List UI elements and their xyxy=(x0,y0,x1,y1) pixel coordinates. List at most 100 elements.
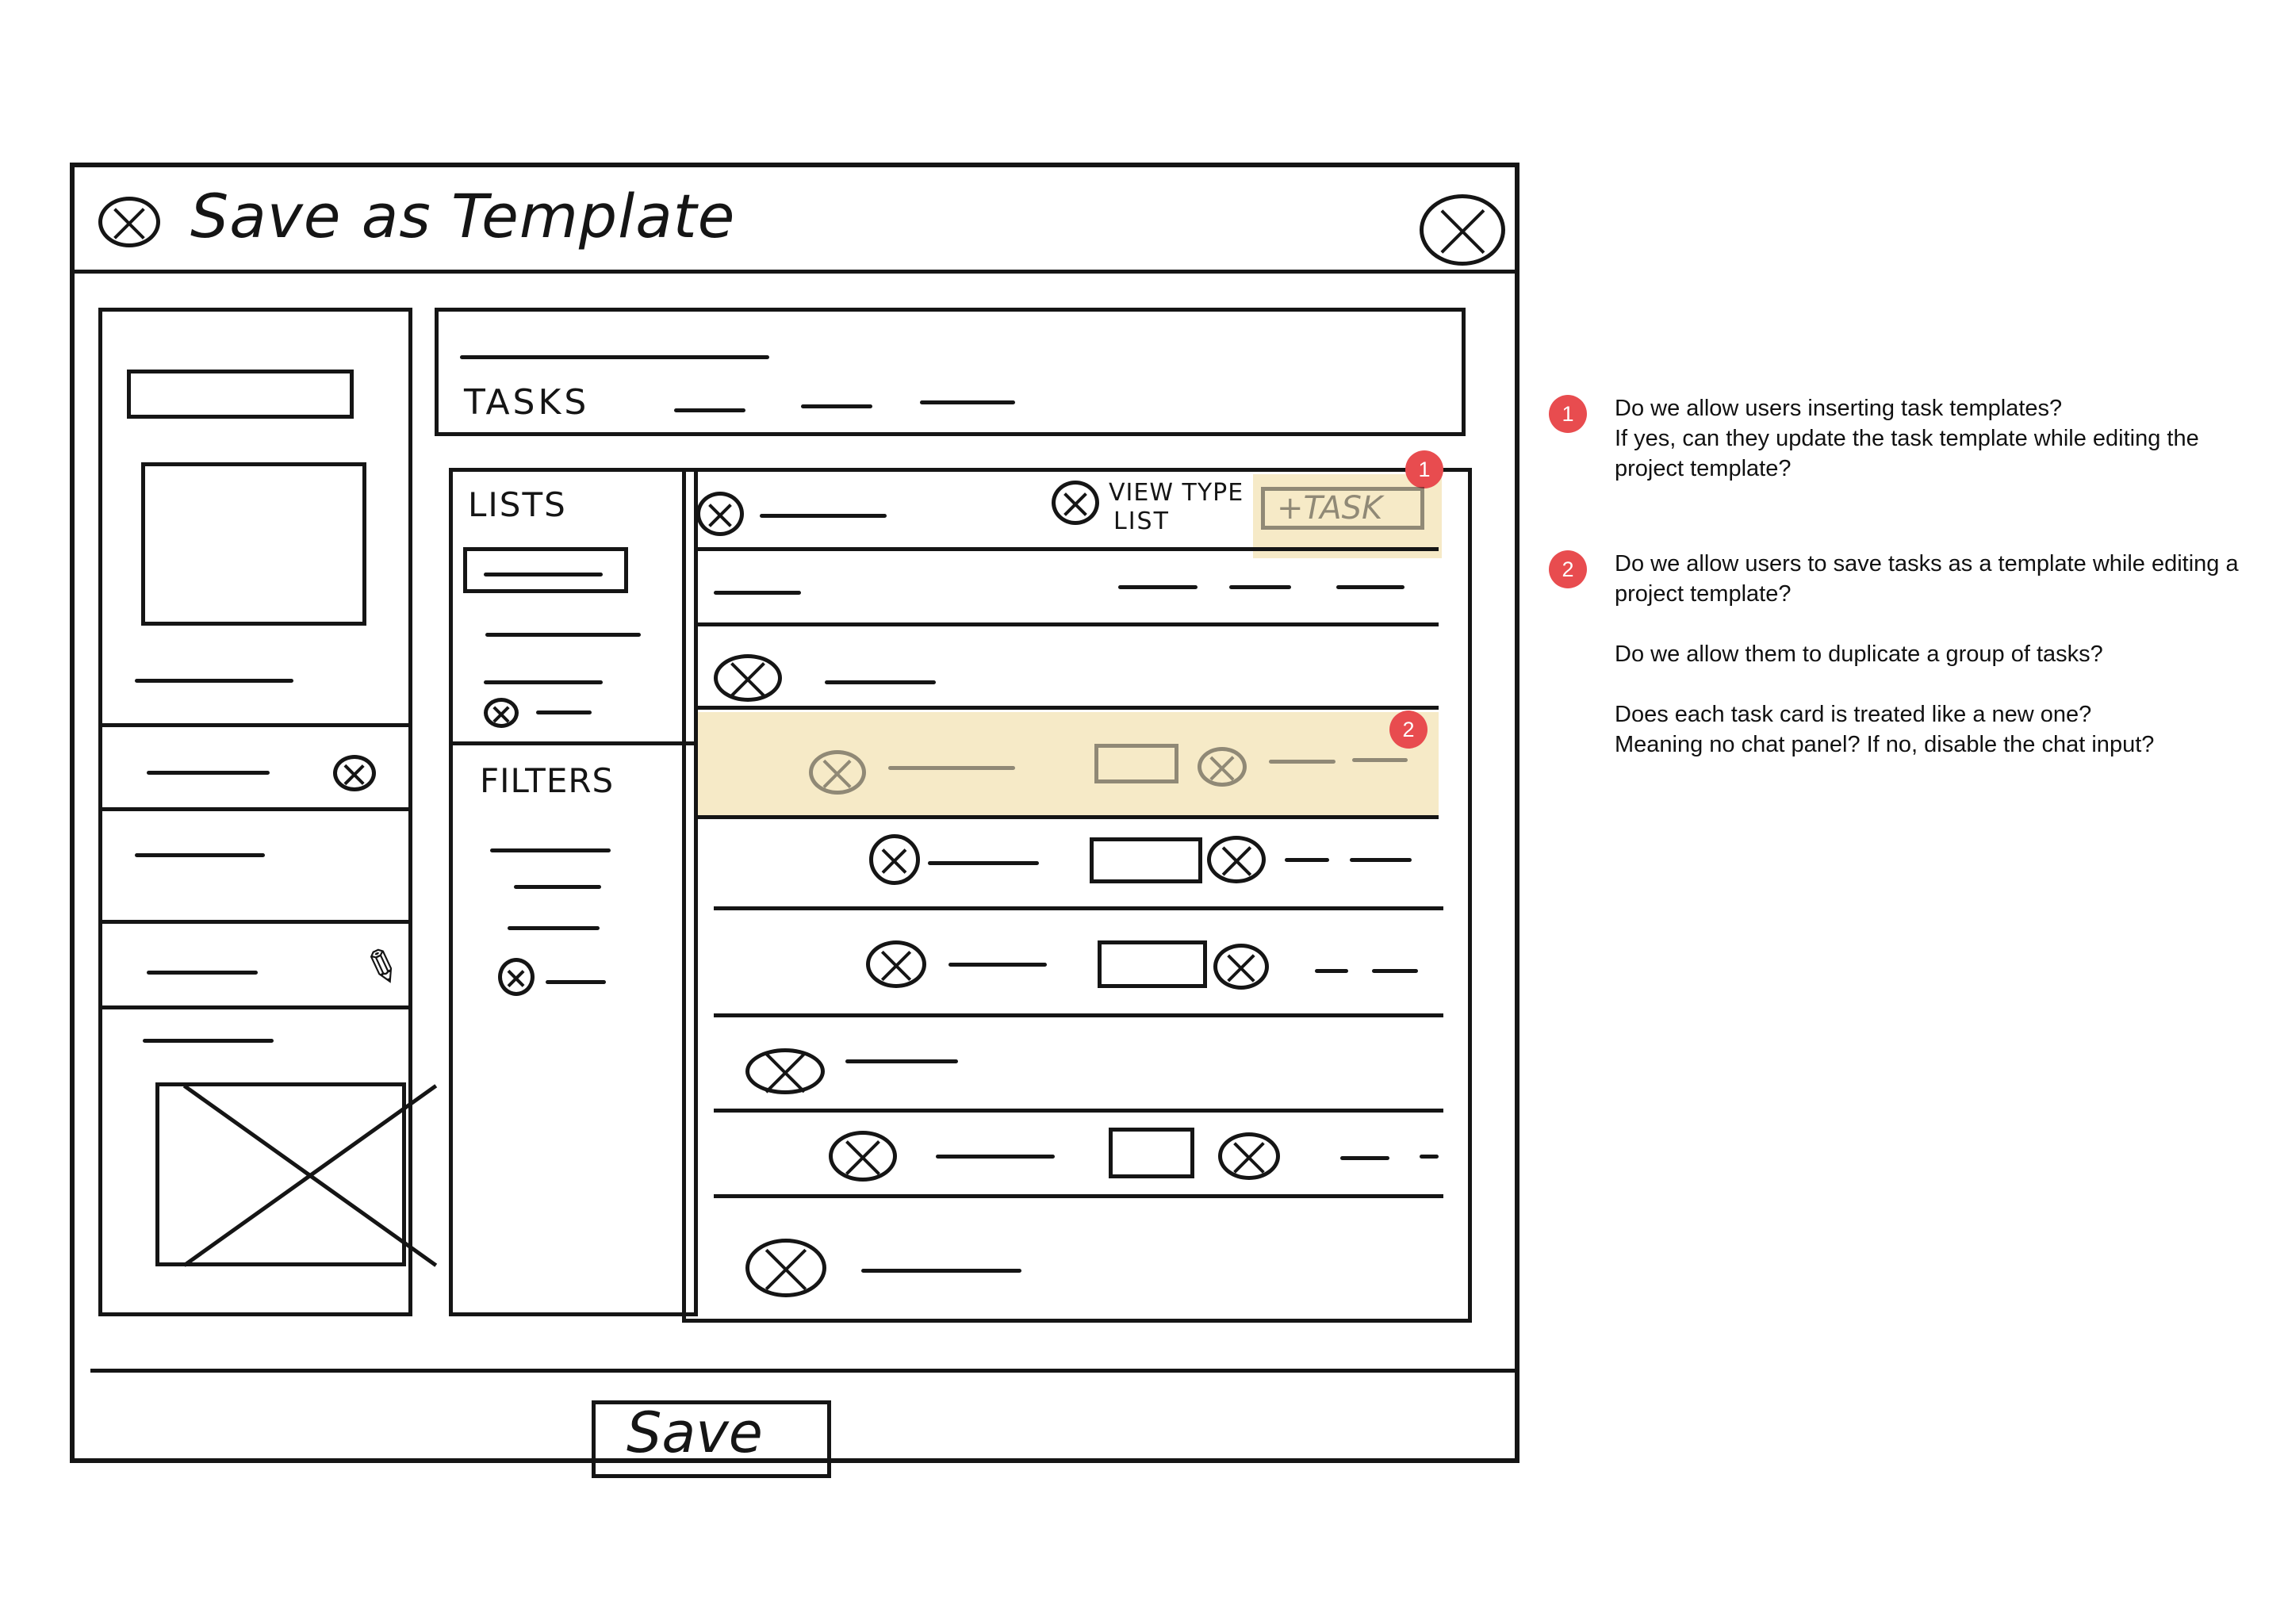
task-row-meta-line-3 xyxy=(1285,858,1329,862)
close-icon-left[interactable] xyxy=(98,197,160,247)
view-type-label[interactable]: VIEW TYPE xyxy=(1109,479,1244,507)
task-group-icon-1[interactable] xyxy=(714,654,782,702)
tab-line-2[interactable] xyxy=(801,404,872,408)
task-row-assignee-icon-2[interactable] xyxy=(1207,836,1266,883)
task-row-meta-line-8 xyxy=(1420,1155,1439,1159)
left-divider-1 xyxy=(98,723,412,727)
task-row-icon-1[interactable] xyxy=(809,750,866,795)
save-button-label: Save xyxy=(627,1400,763,1465)
active-tab-underline xyxy=(444,432,627,436)
task-row-meta-line-7 xyxy=(1340,1156,1389,1160)
task-row-tag-3[interactable] xyxy=(1098,940,1207,988)
save-button[interactable] xyxy=(592,1400,831,1478)
task-group-divider-1 xyxy=(696,706,1439,710)
left-divider-3 xyxy=(98,920,412,924)
view-type-value[interactable]: LIST xyxy=(1113,508,1170,535)
project-description-line xyxy=(147,971,258,975)
task-group-label-2 xyxy=(845,1059,958,1063)
task-row-icon-3[interactable] xyxy=(866,940,926,988)
task-row-highlight xyxy=(698,712,1439,817)
task-toolbar-icon[interactable] xyxy=(696,492,744,536)
add-filter-icon[interactable] xyxy=(498,958,535,996)
column-header-line-4 xyxy=(1336,585,1405,589)
task-row-assignee-icon-4[interactable] xyxy=(1218,1132,1280,1180)
task-list-panel xyxy=(682,468,1472,1323)
task-group-divider-2 xyxy=(714,1013,1443,1017)
add-task-label: +TASK xyxy=(1277,490,1383,527)
task-row-assignee-icon-1[interactable] xyxy=(1198,747,1247,787)
list-item-line[interactable] xyxy=(485,633,641,637)
add-filter-label-line xyxy=(546,980,606,984)
lists-filters-divider xyxy=(449,741,698,745)
task-row-meta-line-5 xyxy=(1315,969,1348,973)
header-divider xyxy=(70,270,1519,274)
task-row-icon-4[interactable] xyxy=(829,1131,897,1182)
add-list-icon[interactable] xyxy=(484,698,519,728)
add-task-button[interactable] xyxy=(1261,487,1424,530)
column-header-line-1 xyxy=(714,591,801,595)
filter-line-1[interactable] xyxy=(490,848,611,852)
project-setting-line xyxy=(147,771,270,775)
task-group-icon-3[interactable] xyxy=(745,1239,826,1297)
image-placeholder[interactable] xyxy=(155,1082,406,1266)
task-row-tag-1[interactable] xyxy=(1094,744,1178,783)
task-group-divider-3 xyxy=(714,1109,1443,1113)
column-header-divider xyxy=(696,622,1439,626)
annotation-badge-1-sketch: 1 xyxy=(1405,450,1443,488)
annotation-badge-1: 1 xyxy=(1549,395,1587,433)
task-row-label-3 xyxy=(948,963,1047,967)
add-list-label-line xyxy=(536,710,592,714)
selected-list-item[interactable] xyxy=(463,547,628,593)
task-row-label-1 xyxy=(888,766,1015,770)
task-group-divider-4 xyxy=(714,1194,1443,1198)
column-header-line-3 xyxy=(1229,585,1291,589)
task-row-meta-line-2 xyxy=(1352,758,1408,762)
footer-divider xyxy=(90,1369,1519,1373)
filter-line-3[interactable] xyxy=(508,926,600,930)
left-divider-4 xyxy=(98,1005,412,1009)
project-detail-line xyxy=(135,679,293,683)
project-cover-image[interactable] xyxy=(141,462,366,626)
task-toolbar-divider xyxy=(696,547,1439,551)
project-title-line xyxy=(460,355,769,359)
task-header-panel xyxy=(435,308,1466,436)
annotation-badge-2: 2 xyxy=(1549,550,1587,588)
view-type-icon[interactable] xyxy=(1052,481,1099,525)
project-name-input[interactable] xyxy=(127,370,354,419)
filter-line-2[interactable] xyxy=(514,885,601,889)
toggle-icon[interactable] xyxy=(333,755,376,791)
filters-heading: FILTERS xyxy=(480,761,615,800)
task-row-tag-4[interactable] xyxy=(1109,1128,1194,1178)
lists-heading: LISTS xyxy=(468,485,567,524)
tab-line-1[interactable] xyxy=(674,408,745,412)
left-divider-2 xyxy=(98,807,412,811)
task-row-icon-2[interactable] xyxy=(869,834,920,885)
annotation-badge-2-sketch: 2 xyxy=(1389,710,1428,749)
dialog-title: Save as Template xyxy=(190,181,736,251)
task-group-label-3 xyxy=(861,1269,1021,1273)
project-owner-line xyxy=(135,853,265,857)
task-row-divider-2 xyxy=(714,906,1443,910)
task-row-meta-line-4 xyxy=(1350,858,1412,862)
lists-filters-panel xyxy=(449,468,698,1316)
column-header-line-2 xyxy=(1118,585,1198,589)
selected-list-label-line xyxy=(484,573,603,576)
project-details-panel xyxy=(98,308,412,1316)
task-row-meta-line-1 xyxy=(1269,760,1336,764)
annotation-note-1: Do we allow users inserting task templat… xyxy=(1615,396,2199,481)
task-row-tag-2[interactable] xyxy=(1090,837,1202,883)
annotation-note-2: Do we allow users to save tasks as a tem… xyxy=(1615,551,2239,757)
tasks-tab[interactable]: TASKS xyxy=(464,382,590,423)
attachment-line xyxy=(143,1039,274,1043)
task-row-assignee-icon-3[interactable] xyxy=(1213,944,1269,990)
task-group-icon-2[interactable] xyxy=(745,1048,825,1094)
list-divider-short xyxy=(484,680,603,684)
tab-line-3[interactable] xyxy=(920,400,1015,404)
task-row-label-4 xyxy=(936,1155,1055,1159)
task-toolbar-line xyxy=(760,514,887,518)
template-dialog xyxy=(70,163,1519,1463)
task-row-label-2 xyxy=(928,861,1039,865)
task-row-meta-line-6 xyxy=(1372,969,1418,973)
add-task-highlight xyxy=(1253,474,1442,558)
close-dialog-icon[interactable] xyxy=(1420,194,1505,266)
